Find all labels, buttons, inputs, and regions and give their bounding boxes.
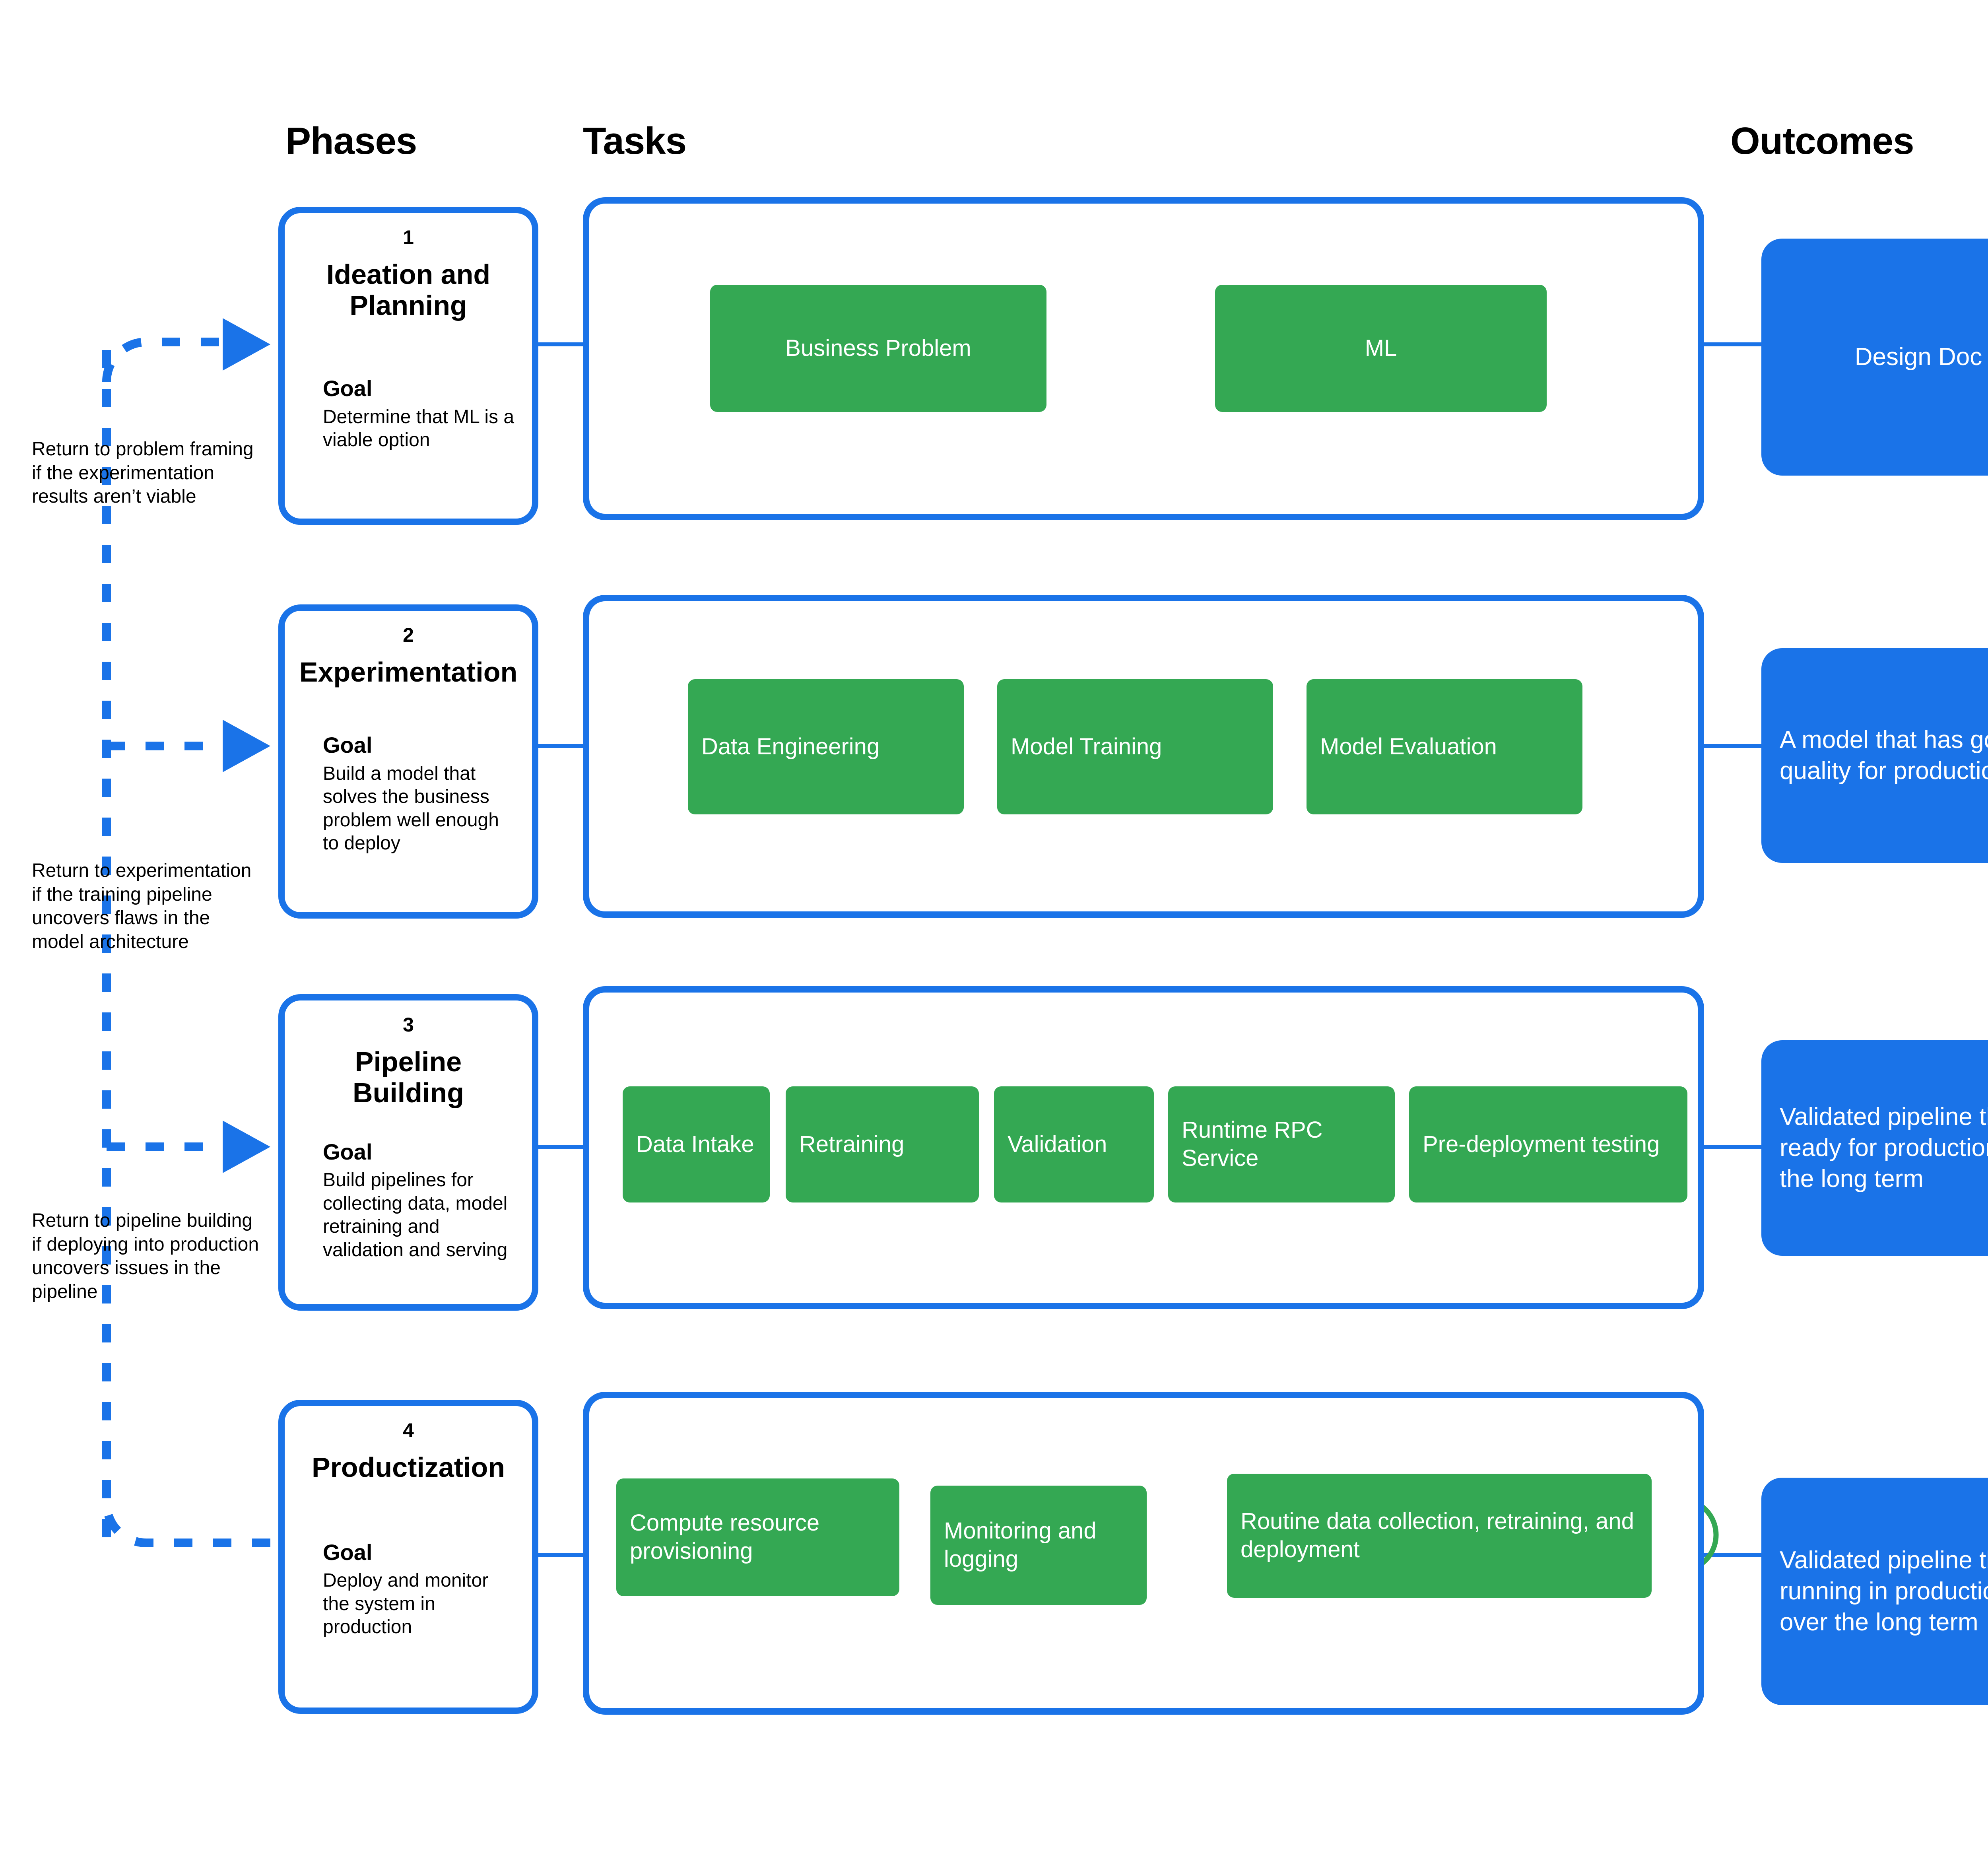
phase-goal-3: Goal Build pipelines for collecting data… (301, 1139, 516, 1262)
task-box-routine-data-collection[interactable]: Routine data collection, retraining, and… (1227, 1474, 1652, 1598)
task-box-retraining[interactable]: Retraining (786, 1086, 979, 1202)
phase-card-2[interactable]: 2 Experimentation Goal Build a model tha… (278, 604, 538, 919)
task-box-monitoring-and-logging[interactable]: Monitoring and logging (930, 1486, 1147, 1605)
outcome-box-1[interactable]: Design Doc (1761, 239, 1988, 476)
phase-number-3: 3 (403, 1014, 414, 1036)
phase-title-2: Experimentation (299, 657, 518, 688)
task-box-model-evaluation[interactable]: Model Evaluation (1307, 679, 1582, 814)
goal-label-4: Goal (323, 1539, 373, 1565)
feedback-note-left-1: Return to problem framing if the experim… (32, 439, 254, 507)
outcome-box-4[interactable]: Validated pipeline that’s running in pro… (1761, 1478, 1988, 1705)
goal-text-3: Build pipelines for collecting data, mod… (323, 1169, 508, 1261)
feedback-note-left-3: Return to pipeline building if deploying… (32, 1210, 259, 1302)
phase-title-1: Ideation and Planning (326, 259, 491, 321)
task-box-pre-deployment-testing[interactable]: Pre-deployment testing (1409, 1086, 1687, 1202)
feedback-note-left-2: Return to experimentation if the trainin… (32, 860, 252, 952)
phase-title-4: Productization (311, 1452, 505, 1483)
feedback-arrowhead-3 (223, 1121, 270, 1173)
goal-label-1: Goal (323, 376, 373, 401)
task-box-model-training[interactable]: Model Training (997, 679, 1273, 814)
outcome-box-3[interactable]: Validated pipeline that’s ready for prod… (1761, 1040, 1988, 1256)
phase-goal-2: Goal Build a model that solves the busin… (301, 732, 516, 855)
phase-number-2: 2 (403, 624, 414, 646)
phase-number-1: 1 (403, 226, 414, 249)
phase-goal-4: Goal Deploy and monitor the system in pr… (301, 1540, 516, 1639)
task-box-validation[interactable]: Validation (994, 1086, 1154, 1202)
task-box-data-engineering[interactable]: Data Engineering (688, 679, 964, 814)
phase-title-3: Pipeline Building (353, 1046, 464, 1109)
phase-card-4[interactable]: 4 Productization Goal Deploy and monitor… (278, 1400, 538, 1714)
column-header-tasks: Tasks (583, 120, 687, 162)
outcome-box-2[interactable]: A model that has good quality for produc… (1761, 648, 1988, 863)
task-box-business-problem[interactable]: Business Problem (710, 285, 1046, 412)
phase-card-1[interactable]: 1 Ideation and Planning Goal Determine t… (278, 207, 538, 525)
phase-number-4: 4 (403, 1419, 414, 1441)
phase-card-3[interactable]: 3 Pipeline Building Goal Build pipelines… (278, 994, 538, 1311)
feedback-arrowhead-1 (223, 318, 270, 371)
goal-text-4: Deploy and monitor the system in product… (323, 1570, 489, 1638)
column-header-phases: Phases (285, 120, 417, 162)
task-box-ml[interactable]: ML (1215, 285, 1547, 412)
phase-goal-1: Goal Determine that ML is a viable optio… (301, 376, 516, 452)
phase-to-tasks-connectors (538, 342, 583, 1557)
goal-text-1: Determine that ML is a viable option (323, 406, 514, 451)
goal-text-2: Build a model that solves the business p… (323, 763, 499, 854)
column-header-outcomes: Outcomes (1730, 120, 1914, 162)
goal-label-3: Goal (323, 1139, 373, 1164)
goal-label-2: Goal (323, 732, 373, 758)
task-box-data-intake[interactable]: Data Intake (623, 1086, 770, 1202)
task-box-runtime-rpc-service[interactable]: Runtime RPC Service (1168, 1086, 1395, 1202)
tasks-to-outcome-connectors (1703, 342, 1761, 1557)
feedback-arrowhead-2 (223, 720, 270, 772)
task-box-compute-resource-provisioning[interactable]: Compute resource provisioning (616, 1478, 899, 1596)
